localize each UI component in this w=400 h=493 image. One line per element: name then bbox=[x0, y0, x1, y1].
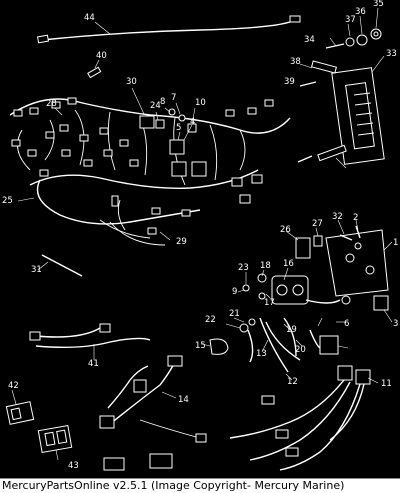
callout-21: 21 bbox=[229, 309, 240, 319]
callout-28: 28 bbox=[46, 99, 57, 109]
callout-41: 41 bbox=[88, 359, 99, 369]
callout-24: 24 bbox=[150, 101, 161, 111]
callout-39: 39 bbox=[284, 77, 295, 87]
callout-20: 20 bbox=[295, 345, 306, 355]
part-11-harness bbox=[229, 365, 379, 471]
callout-17: 17 bbox=[264, 298, 275, 308]
part-16-solenoid bbox=[237, 267, 351, 305]
part-41-harness bbox=[29, 323, 151, 360]
callout-26: 26 bbox=[280, 225, 291, 235]
callout-9: 9 bbox=[232, 287, 237, 297]
callout-10: 10 bbox=[195, 98, 206, 108]
callout-30: 30 bbox=[126, 77, 137, 87]
part-30-relay-connector bbox=[131, 87, 155, 129]
part-43-connector bbox=[37, 424, 73, 461]
callout-15: 15 bbox=[195, 341, 206, 351]
parts-small-plugs bbox=[103, 453, 173, 471]
callout-27: 27 bbox=[312, 219, 323, 229]
callout-12: 12 bbox=[287, 377, 298, 387]
callout-43: 43 bbox=[68, 461, 79, 471]
callout-25: 25 bbox=[2, 196, 13, 206]
callout-34: 34 bbox=[304, 35, 315, 45]
part-1-bracket bbox=[285, 219, 393, 297]
callout-19: 19 bbox=[286, 325, 297, 335]
part-25-main-harness bbox=[9, 97, 291, 246]
callout-37: 37 bbox=[345, 15, 356, 25]
callout-1: 1 bbox=[393, 238, 398, 248]
callout-7: 7 bbox=[171, 93, 176, 103]
callout-29: 29 bbox=[176, 237, 187, 247]
callout-13: 13 bbox=[256, 349, 267, 359]
part-3-bracket bbox=[373, 295, 393, 323]
callout-11: 11 bbox=[381, 379, 392, 389]
callout-42: 42 bbox=[8, 381, 19, 391]
callout-18: 18 bbox=[260, 261, 271, 271]
callout-32: 32 bbox=[332, 212, 343, 222]
callout-14: 14 bbox=[178, 395, 189, 405]
callout-5: 5 bbox=[176, 123, 181, 133]
part-42-connector bbox=[5, 389, 35, 425]
callout-22: 22 bbox=[205, 315, 216, 325]
part-29-branch bbox=[159, 231, 171, 241]
callout-36: 36 bbox=[355, 7, 366, 17]
part-14-trim-harness bbox=[99, 355, 207, 443]
callout-16: 16 bbox=[283, 259, 294, 269]
callout-44: 44 bbox=[84, 13, 95, 23]
callout-38: 38 bbox=[290, 57, 301, 67]
parts-ecm-brackets bbox=[297, 60, 347, 169]
part-31-cable-tie bbox=[37, 254, 83, 277]
parts-cable-set bbox=[225, 317, 303, 381]
callout-4: 4 bbox=[190, 117, 195, 127]
callout-33: 33 bbox=[386, 49, 397, 59]
parts-ecm-fasteners bbox=[325, 7, 382, 49]
parts-relays bbox=[155, 102, 207, 177]
callout-3: 3 bbox=[393, 319, 398, 329]
callout-35: 35 bbox=[373, 0, 384, 9]
part-15-boot bbox=[201, 338, 229, 355]
callout-6: 6 bbox=[344, 319, 349, 329]
part-33-ecm-module bbox=[331, 55, 385, 165]
callout-40: 40 bbox=[96, 51, 107, 61]
parts-relay-4-5-6 bbox=[309, 317, 349, 355]
part-44-cable bbox=[36, 15, 301, 44]
part-40-fuse bbox=[87, 59, 102, 79]
callout-2: 2 bbox=[353, 213, 358, 223]
callout-8: 8 bbox=[160, 97, 165, 107]
caption-bar: MercuryPartsOnline v2.5.1 (Image Copyrig… bbox=[0, 478, 400, 493]
callout-23: 23 bbox=[238, 263, 249, 273]
image-caption: MercuryPartsOnline v2.5.1 (Image Copyrig… bbox=[2, 479, 345, 492]
callout-31: 31 bbox=[31, 265, 42, 275]
